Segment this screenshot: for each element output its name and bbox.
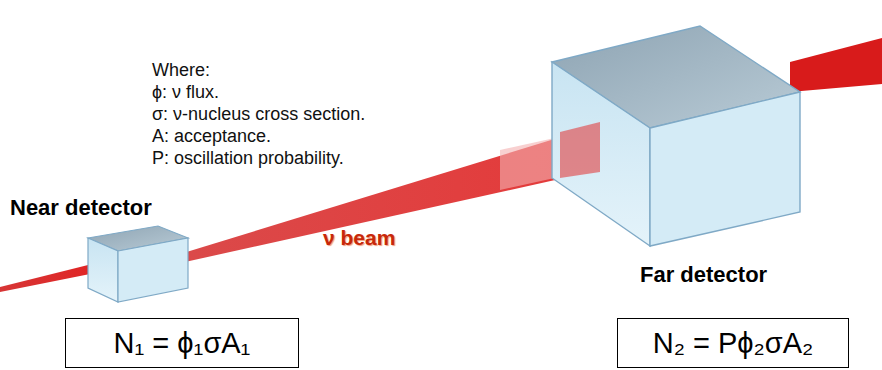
formula-text: N₂ = Pϕ₂σA₂ — [653, 327, 814, 360]
formula-box: N₂ = Pϕ₂σA₂ — [617, 318, 849, 368]
detector-label: Far detector — [640, 262, 767, 288]
symbol-note: σ: ν-nucleus cross section. — [152, 104, 365, 125]
beam-label: ν beam — [323, 226, 395, 250]
beam-entry — [560, 122, 600, 178]
far-detector — [552, 26, 800, 246]
symbol-note: A: acceptance. — [152, 126, 271, 147]
formula-box: N₁ = ϕ₁σA₁ — [65, 318, 299, 368]
near-detector — [88, 226, 188, 302]
neutrino-beam — [0, 262, 100, 292]
formula-text: N₁ = ϕ₁σA₁ — [114, 327, 251, 360]
symbol-note: P: oscillation probability. — [152, 148, 344, 169]
detector-label: Near detector — [10, 195, 152, 221]
neutrino-beam — [790, 38, 882, 92]
legend-heading: Where: — [152, 60, 210, 81]
symbol-note: ϕ: ν flux. — [152, 82, 219, 103]
